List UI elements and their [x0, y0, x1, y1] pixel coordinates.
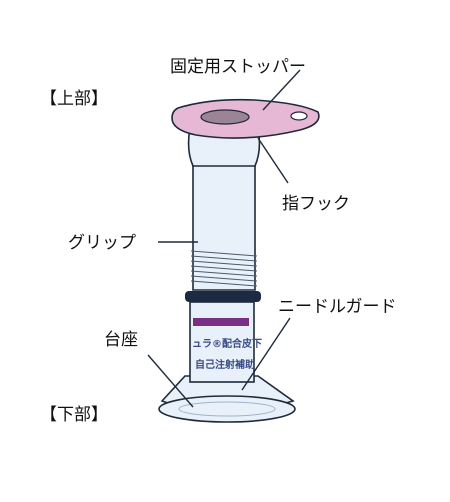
stopper-leader: [262, 69, 301, 111]
navy-band: [185, 291, 261, 302]
device-text-line2: 自己注射補助: [195, 358, 255, 371]
label-needle-guard: ニードルガード: [278, 297, 397, 317]
needle-guard-leader: [241, 317, 291, 391]
label-top-section: 【上部】: [40, 89, 108, 109]
label-grip: グリップ: [68, 233, 136, 253]
label-stopper: 固定用ストッパー: [170, 57, 306, 77]
base-leader: [147, 354, 194, 408]
grip-ridges: [190, 250, 258, 287]
label-finger-hook: 指フック: [282, 194, 350, 214]
leader-lines: [147, 69, 301, 408]
grip-part: [185, 159, 261, 302]
base-part: [158, 375, 296, 423]
device-text-line1: ュラ®配合皮下: [192, 337, 262, 350]
finger-hook-leader: [257, 137, 289, 184]
label-bottom-section: 【下部】: [40, 405, 108, 425]
label-base: 台座: [104, 330, 138, 350]
needle-guard-part: ュラ®配合皮下 自己注射補助: [189, 301, 262, 383]
stopper-part: [171, 98, 320, 139]
